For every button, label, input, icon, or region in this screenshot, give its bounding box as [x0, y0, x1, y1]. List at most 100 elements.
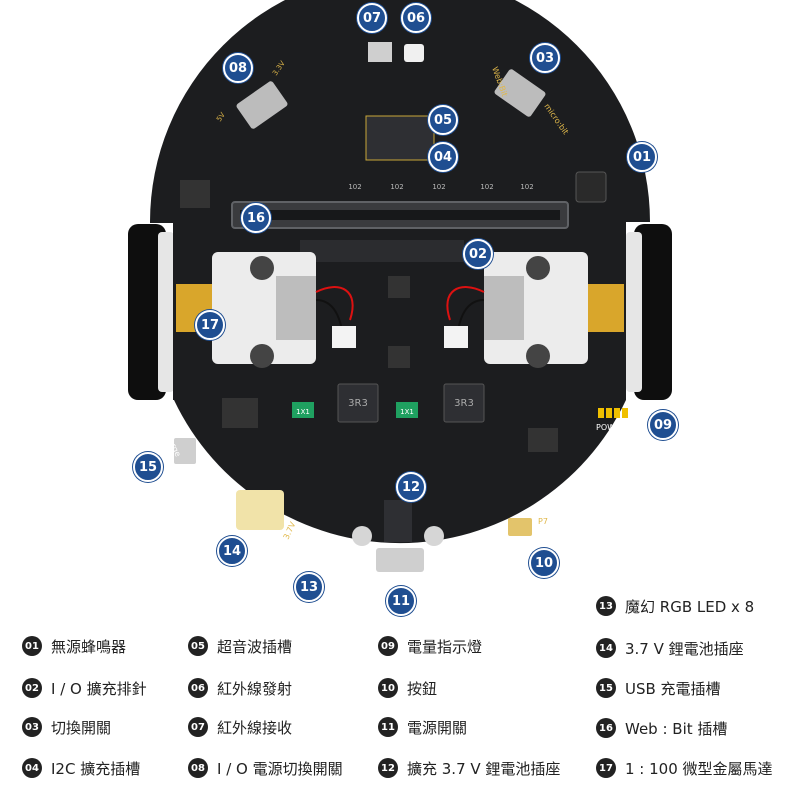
ir-receiver — [368, 42, 392, 62]
legend-text: 電源開關 — [407, 718, 468, 737]
legend-item: 09 電量指示燈 — [378, 634, 482, 658]
legend-text: 按鈕 — [407, 679, 438, 698]
silk-power: POWER — [596, 423, 626, 432]
legend-number: 13 — [596, 596, 616, 616]
legend-number: 03 — [22, 717, 42, 737]
silk-off: OFF — [428, 571, 448, 581]
legend-text: 切換開關 — [51, 718, 112, 737]
right-wheel-hub — [626, 232, 642, 392]
callout-badge: 01 — [627, 142, 657, 172]
silk-3r3-right: 3R3 — [454, 398, 474, 409]
io-power-switch — [236, 81, 288, 129]
legend-text: USB 充電插槽 — [625, 679, 721, 698]
legend-text: 電量指示燈 — [407, 637, 483, 656]
callout-badge: 15 — [133, 452, 163, 482]
power-switch — [376, 548, 424, 572]
silk-battery: 3.7V — [282, 520, 298, 541]
legend-item: 15 USB 充電插槽 — [596, 676, 721, 700]
legend-item: 02 I / O 擴充排針 — [22, 676, 147, 700]
callout-badge: 16 — [241, 203, 271, 233]
legend-item: 14 3.7 V 鋰電池插座 — [596, 636, 744, 660]
silk-res-5: 102 — [520, 183, 533, 191]
legend-item: 11 電源開關 — [378, 715, 467, 739]
callout-badge: 08 — [223, 53, 253, 83]
callout-badge: 11 — [386, 586, 416, 616]
legend-text: I2C 擴充插槽 — [51, 759, 141, 778]
legend-item: 07 紅外線接收 — [188, 715, 292, 739]
legend-item: 13 魔幻 RGB LED x 8 — [596, 594, 754, 618]
ext-battery-header — [384, 500, 412, 542]
ultrasonic-socket — [365, 115, 435, 161]
button-right — [424, 526, 444, 546]
legend-number: 17 — [596, 758, 616, 778]
legend-text: 1 : 100 微型金屬馬達 — [625, 759, 773, 778]
legend-item: 01 無源蜂鳴器 — [22, 634, 126, 658]
legend-item: 08 I / O 電源切換開關 — [188, 756, 343, 780]
silk-res-4: 102 — [480, 183, 493, 191]
battery-socket — [236, 490, 284, 530]
legend-text: 超音波插槽 — [217, 637, 293, 656]
legend-text: 魔幻 RGB LED x 8 — [625, 597, 755, 616]
legend-number: 15 — [596, 678, 616, 698]
legend-text: 無源蜂鳴器 — [51, 637, 127, 656]
legend-number: 07 — [188, 717, 208, 737]
legend-item: 16 Web : Bit 插槽 — [596, 716, 727, 740]
legend-number: 05 — [188, 636, 208, 656]
legend-text: 擴充 3.7 V 鋰電池插座 — [407, 759, 561, 778]
legend-number: 04 — [22, 758, 42, 778]
silk-1x1-left: 1X1 — [296, 408, 310, 416]
callout-badge: 09 — [648, 410, 678, 440]
legend-number: 08 — [188, 758, 208, 778]
legend-text: 3.7 V 鋰電池插座 — [625, 639, 744, 658]
legend-text: Web : Bit 插槽 — [625, 719, 728, 738]
silk-sw-5v: 5V — [215, 111, 227, 123]
button-left — [352, 526, 372, 546]
callout-badge: 06 — [401, 3, 431, 33]
callout-badge: 17 — [195, 310, 225, 340]
right-motor — [484, 252, 624, 368]
callout-badge: 12 — [396, 472, 426, 502]
legend-item: 05 超音波插槽 — [188, 634, 292, 658]
legend-text: I / O 擴充排針 — [51, 679, 147, 698]
left-wheel-hub — [158, 232, 174, 392]
silk-usb-charge: USB Charge — [154, 411, 182, 458]
legend-number: 14 — [596, 638, 616, 658]
silk-res-1: 102 — [348, 183, 361, 191]
callout-badge: 03 — [530, 43, 560, 73]
callout-badge: 14 — [217, 536, 247, 566]
silk-1x1-right: 1X1 — [400, 408, 414, 416]
mode-switch — [494, 69, 546, 117]
pcb — [150, 0, 650, 544]
silk-p7: P7 — [538, 517, 548, 526]
callout-badge: 02 — [463, 239, 493, 269]
silk-res-3: 102 — [432, 183, 445, 191]
legend-item: 12 擴充 3.7 V 鋰電池插座 — [378, 756, 560, 780]
legend-text: I / O 電源切換開關 — [217, 759, 343, 778]
usb-port — [174, 438, 196, 464]
legend-item: 06 紅外線發射 — [188, 676, 292, 700]
legend-item: 17 1 : 100 微型金屬馬達 — [596, 756, 773, 780]
legend-number: 01 — [22, 636, 42, 656]
legend-item: 03 切換開關 — [22, 715, 111, 739]
callout-badge: 07 — [357, 3, 387, 33]
legend-text: 紅外線接收 — [217, 718, 293, 737]
io-header-pins — [300, 240, 464, 262]
legend-text: 紅外線發射 — [217, 679, 293, 698]
callout-badge: 13 — [294, 572, 324, 602]
legend-number: 10 — [378, 678, 398, 698]
push-button — [508, 518, 532, 536]
legend-number: 11 — [378, 717, 398, 737]
legend-number: 06 — [188, 678, 208, 698]
legend-number: 16 — [596, 718, 616, 738]
silk-res-2: 102 — [390, 183, 403, 191]
legend-number: 02 — [22, 678, 42, 698]
callout-badge: 05 — [428, 105, 458, 135]
callout-badge: 10 — [529, 548, 559, 578]
legend-item: 04 I2C 擴充插槽 — [22, 756, 140, 780]
power-leds — [598, 408, 628, 418]
right-wheel — [634, 224, 672, 400]
silk-3r3-left: 3R3 — [348, 398, 368, 409]
ir-emitter — [404, 44, 424, 62]
silk-on: ON — [358, 571, 373, 581]
callout-badge: 04 — [428, 142, 458, 172]
